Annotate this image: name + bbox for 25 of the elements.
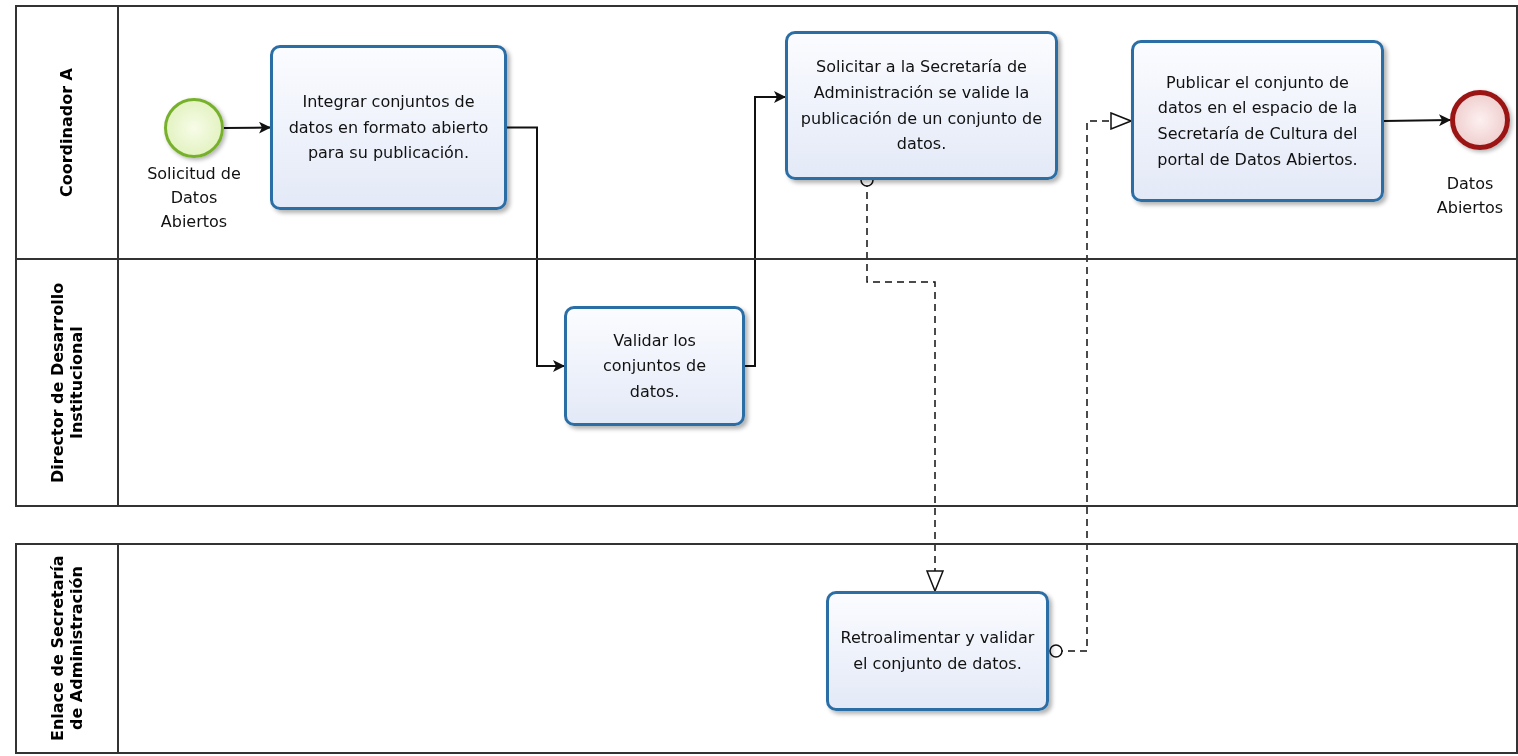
swimlane xyxy=(15,543,1518,754)
task-box xyxy=(785,31,1058,180)
sequence-flow-arrow xyxy=(506,126,565,372)
lane-title: Coordinador A xyxy=(57,68,77,197)
task-text: Validar los conjuntos de datos. xyxy=(602,329,707,403)
task-text: Publicar el conjunto de datos en el espacio de la Secretaría de Cultura del portal de Datos Abiertos. xyxy=(1156,71,1359,171)
lane-title: Director de Desarrollo Institucional xyxy=(47,281,87,485)
sequence-flow-arrow xyxy=(223,121,271,134)
task-box xyxy=(826,591,1049,711)
event-label: Solicitud de Datos Abiertos xyxy=(146,163,242,233)
task-text: Solicitar a la Secretaría de Administración se valide la publicación de un conjunto de datos. xyxy=(799,56,1044,156)
task-text: Retroalimentar y validar el conjunto de datos. xyxy=(839,627,1036,675)
sequence-flow-arrow xyxy=(1383,114,1451,127)
start-event-circle xyxy=(164,98,224,158)
swimlane xyxy=(15,258,1518,507)
task-box xyxy=(270,45,507,210)
lane-title: Enlace de Secretaría de Administración xyxy=(47,554,87,744)
task-box xyxy=(1131,40,1384,202)
message-flow-arrow xyxy=(1049,112,1132,658)
sequence-flow-arrow xyxy=(744,91,786,367)
task-box xyxy=(564,306,745,426)
swimlane xyxy=(15,5,1518,260)
end-event-circle xyxy=(1450,90,1510,150)
task-text: Integrar conjuntos de datos en formato abierto para su publicación. xyxy=(287,91,490,165)
event-label: Datos Abiertos xyxy=(1435,173,1505,219)
